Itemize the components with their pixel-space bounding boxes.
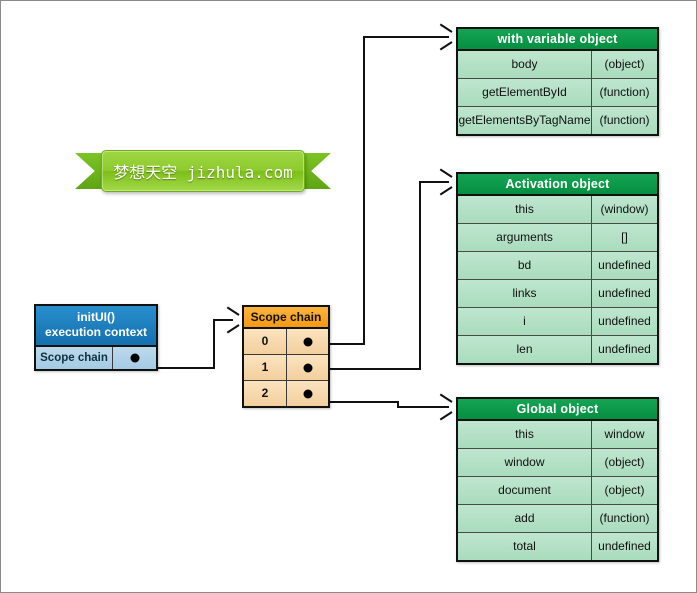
property-key: document — [458, 477, 592, 504]
scope-chain-pointer-2 — [287, 381, 328, 406]
table-row: document (object) — [458, 477, 657, 505]
table-row: getElementsByTagName (function) — [458, 107, 657, 134]
scope-chain-header: Scope chain — [244, 307, 328, 329]
table-row: this (window) — [458, 196, 657, 224]
execution-context-box[interactable]: initUI() execution context Scope chain — [34, 304, 158, 371]
table-row: len undefined — [458, 336, 657, 363]
execution-context-title-line1: initUI() — [77, 310, 115, 324]
property-key: i — [458, 308, 592, 335]
property-value: undefined — [598, 258, 651, 272]
property-key: arguments — [458, 224, 592, 251]
property-key: len — [458, 336, 592, 363]
property-value: undefined — [598, 342, 651, 356]
scope-chain-index-2: 2 — [244, 381, 287, 406]
execution-context-scope-chain-label: Scope chain — [36, 347, 113, 369]
watermark-ribbon: 梦想天空 jizhula.com — [75, 150, 331, 192]
property-key: links — [458, 280, 592, 307]
execution-context-title-line2: execution context — [44, 325, 148, 339]
arrow-head-scope-chain — [225, 313, 238, 327]
property-value: (function) — [599, 85, 650, 99]
connector-2-horizontal-1 — [323, 401, 399, 403]
connector-0-horizontal-2 — [363, 36, 449, 38]
property-value: undefined — [598, 539, 651, 553]
with-variable-object-table[interactable]: with variable object body (object) getEl… — [456, 27, 659, 136]
property-value: undefined — [598, 286, 651, 300]
table-row: getElementById (function) — [458, 79, 657, 107]
property-key: getElementsByTagName — [458, 107, 592, 134]
property-value: (function) — [599, 113, 650, 127]
pointer-dot-icon — [303, 363, 312, 372]
pointer-dot-icon — [303, 389, 312, 398]
pointer-dot-icon — [130, 353, 139, 363]
scope-chain-table[interactable]: Scope chain 0 1 2 — [242, 305, 330, 408]
pointer-dot-icon — [303, 337, 312, 346]
table-row: links undefined — [458, 280, 657, 308]
scope-chain-row-1[interactable]: 1 — [244, 355, 328, 381]
connector-2-horizontal-2 — [397, 406, 449, 408]
property-value: [] — [621, 230, 628, 244]
table-row: add (function) — [458, 505, 657, 533]
property-value: (object) — [604, 57, 645, 71]
watermark-text: 梦想天空 jizhula.com — [113, 163, 293, 182]
table-row: window (object) — [458, 449, 657, 477]
table-row: bd undefined — [458, 252, 657, 280]
property-value: window — [604, 427, 645, 441]
connector-exec-to-scope — [149, 367, 215, 369]
property-value: (function) — [599, 511, 650, 525]
ribbon-body: 梦想天空 jizhula.com — [101, 150, 305, 192]
connector-1-horizontal-2 — [419, 181, 449, 183]
table-row: total undefined — [458, 533, 657, 560]
table-row: i undefined — [458, 308, 657, 336]
arrow-head-activation-object — [438, 175, 451, 189]
scope-chain-row-2[interactable]: 2 — [244, 381, 328, 406]
property-key: this — [458, 196, 592, 223]
connector-2-vertical — [397, 401, 399, 407]
scope-chain-pointer-0 — [287, 329, 328, 354]
activation-object-header: Activation object — [458, 174, 657, 196]
execution-context-pointer-cell — [113, 347, 156, 369]
connector-exec-horizontal-top — [213, 319, 233, 321]
property-key: bd — [458, 252, 592, 279]
global-object-table[interactable]: Global object this window window (object… — [456, 397, 659, 562]
table-row: body (object) — [458, 51, 657, 79]
execution-context-title: initUI() execution context — [36, 306, 156, 347]
table-row: arguments [] — [458, 224, 657, 252]
property-value: undefined — [598, 314, 651, 328]
table-row: this window — [458, 421, 657, 449]
arrow-head-global-object — [438, 400, 451, 414]
property-key: window — [458, 449, 592, 476]
connector-exec-vertical — [213, 319, 215, 368]
scope-chain-index-1: 1 — [244, 355, 287, 380]
global-object-header: Global object — [458, 399, 657, 421]
scope-chain-row-0[interactable]: 0 — [244, 329, 328, 355]
property-key: getElementById — [458, 79, 592, 106]
connector-1-horizontal-1 — [323, 368, 421, 370]
property-key: body — [458, 51, 592, 78]
property-key: total — [458, 533, 592, 560]
connector-0-vertical — [363, 36, 365, 344]
property-key: this — [458, 421, 592, 448]
scope-chain-pointer-1 — [287, 355, 328, 380]
property-value: (window) — [600, 202, 649, 216]
execution-context-scope-chain-row[interactable]: Scope chain — [36, 347, 156, 369]
arrow-head-with-variable-object — [438, 30, 451, 44]
property-value: (object) — [604, 455, 645, 469]
property-value: (object) — [604, 483, 645, 497]
scope-chain-index-0: 0 — [244, 329, 287, 354]
connector-0-horizontal-1 — [323, 343, 365, 345]
connector-1-vertical — [419, 181, 421, 369]
property-key: add — [458, 505, 592, 532]
with-variable-object-header: with variable object — [458, 29, 657, 51]
activation-object-table[interactable]: Activation object this (window) argument… — [456, 172, 659, 365]
